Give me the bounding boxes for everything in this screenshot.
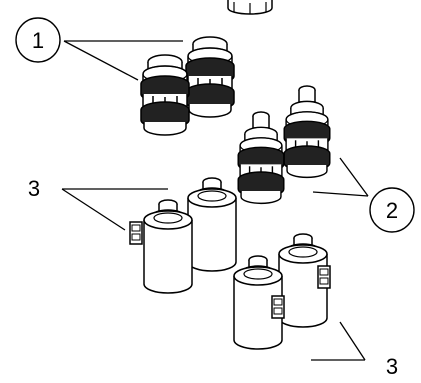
callout-1-label: 1	[32, 28, 44, 53]
top-partial-part	[227, 0, 273, 15]
callout-2-label: 2	[386, 198, 398, 223]
callout-3-bottom-label: 3	[386, 354, 398, 379]
callout-1: 1	[15, 17, 61, 63]
callout-2: 2	[369, 187, 415, 233]
valve-group-2	[238, 86, 330, 203]
callout-3-left-label: 3	[28, 176, 40, 201]
leader-lines	[61, 40, 369, 361]
solenoid-group-bottom	[233, 233, 331, 350]
solenoid-group-left	[129, 177, 237, 294]
valve-group-1	[140, 36, 235, 136]
